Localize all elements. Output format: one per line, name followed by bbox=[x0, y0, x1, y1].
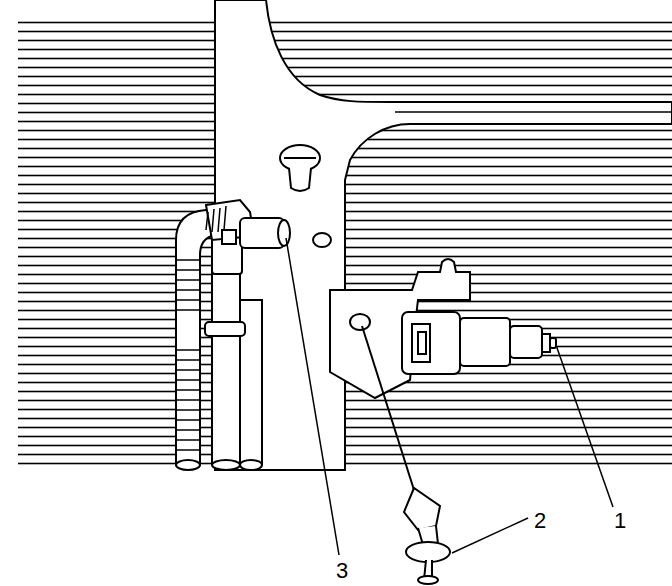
callout-number: 3 bbox=[336, 560, 348, 582]
wiring-harness bbox=[176, 200, 290, 470]
install-arrow bbox=[362, 326, 414, 490]
harness-corrugation bbox=[176, 206, 226, 450]
panel-edge bbox=[395, 111, 672, 113]
brake-switch bbox=[402, 312, 556, 374]
switch-bracket bbox=[330, 259, 470, 398]
pedal-bracket-plate bbox=[215, 0, 672, 470]
mounting-hole bbox=[313, 233, 331, 247]
leader-lines bbox=[286, 238, 613, 555]
stud bbox=[280, 145, 320, 191]
callout-number: 2 bbox=[534, 510, 546, 532]
push-pin-retainer bbox=[404, 488, 450, 584]
bracket-hole bbox=[350, 314, 370, 330]
callout-number: 1 bbox=[614, 510, 626, 532]
